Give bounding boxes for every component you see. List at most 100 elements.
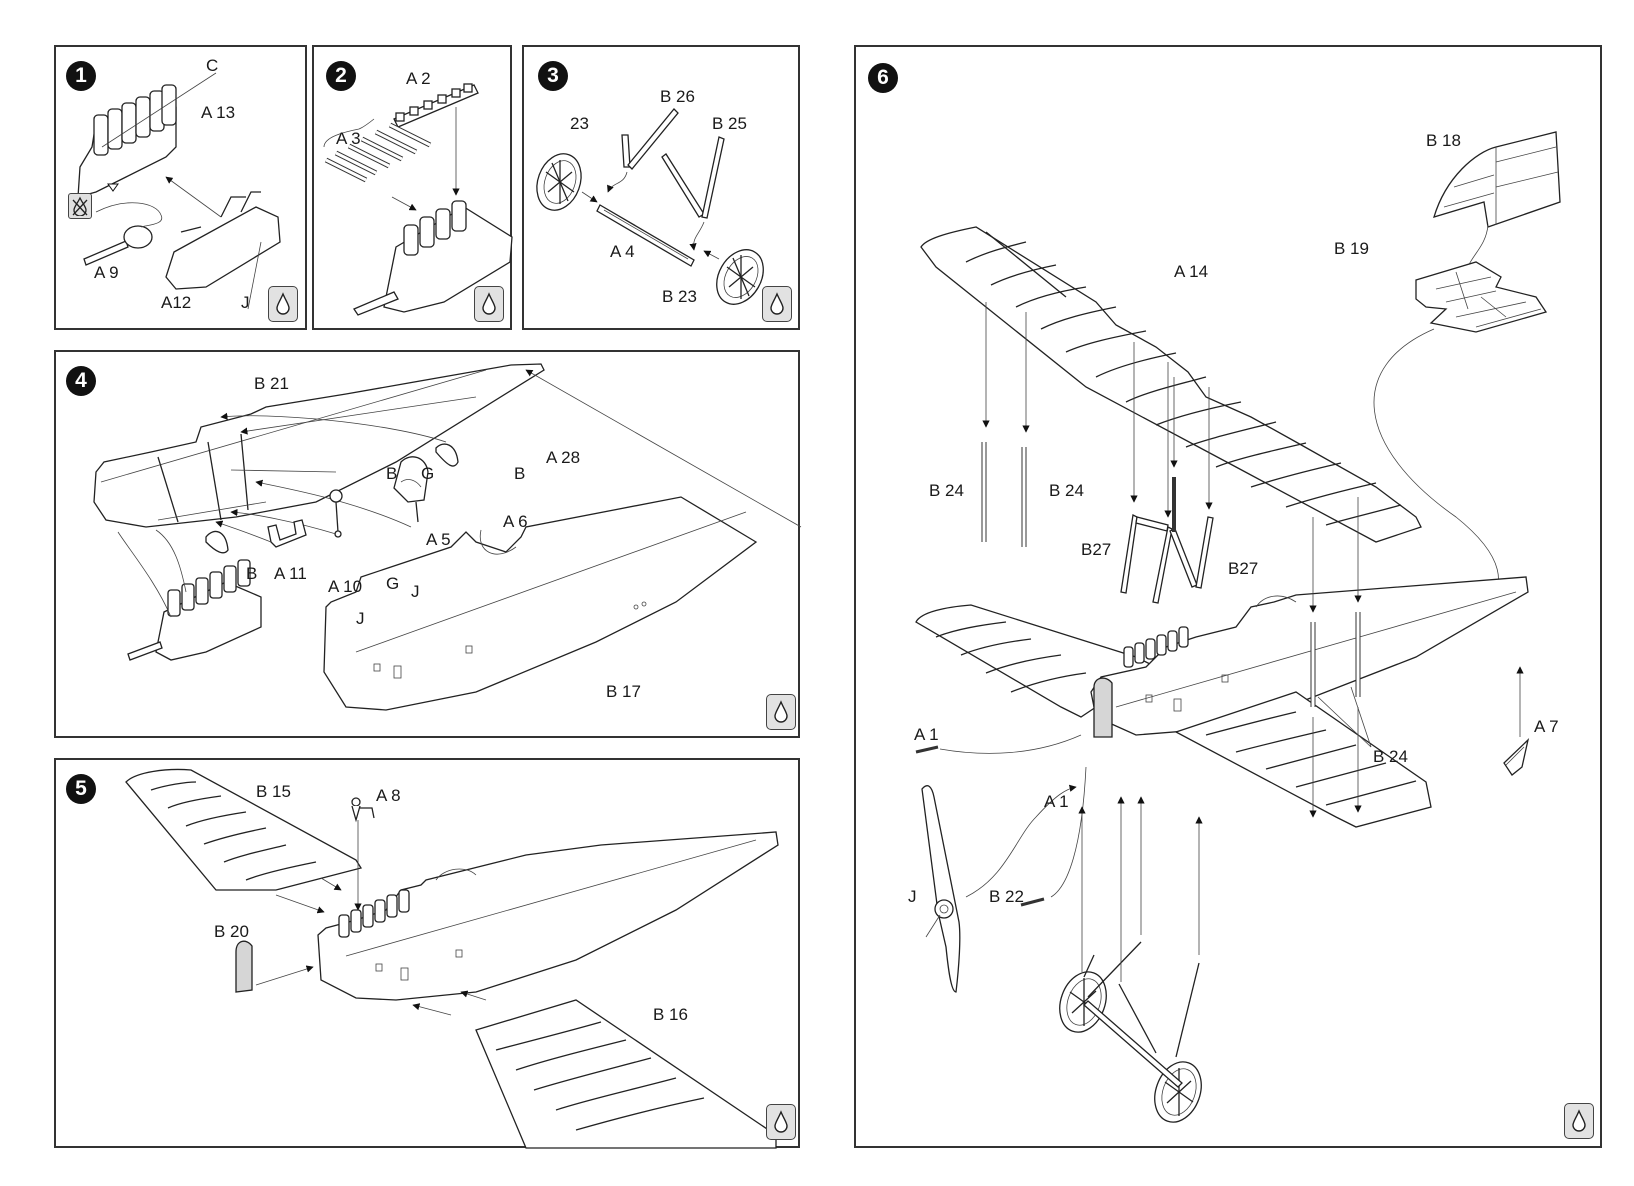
part-label-b23: B 23 — [662, 287, 697, 306]
step-4-panel: 4 — [54, 350, 802, 738]
part-a3-pushrods — [323, 118, 432, 183]
part-b27-cabane-struts — [1120, 477, 1214, 604]
part-label-g: G — [421, 464, 435, 483]
assembled-engine — [353, 200, 513, 316]
part-label-j: J — [908, 887, 917, 906]
engine-detail-drawing — [323, 83, 513, 316]
glue-drop-icon — [762, 286, 792, 322]
part-b19-tailplane — [1415, 261, 1548, 333]
part-label-23: 23 — [570, 114, 589, 133]
part-label-a1: A 1 — [914, 725, 939, 744]
part-label-a11: A 11 — [274, 564, 307, 583]
part-a13-cylinder-block — [77, 72, 217, 198]
cylinders — [93, 84, 177, 156]
part-b25-strut — [661, 136, 725, 219]
part-label-a7: A 7 — [1534, 717, 1559, 736]
part-label-a6: A 6 — [503, 512, 528, 531]
assembled-fuselage — [915, 576, 1529, 828]
part-label-b16: B 16 — [653, 1005, 688, 1024]
part-a2-valve-gear — [393, 83, 479, 128]
part-a12-crankcase — [165, 191, 281, 290]
part-a5-control-stick — [329, 489, 343, 538]
part-label-a9: A 9 — [94, 263, 119, 282]
part-a14-upper-wing — [920, 226, 1422, 543]
step-number-badge: 2 — [326, 61, 356, 91]
part-label-a28: A 28 — [546, 448, 581, 467]
landing-gear-assembly — [1059, 941, 1202, 1123]
part-b24-struts — [981, 442, 1027, 547]
part-b18-rudder — [1433, 131, 1561, 228]
part-label-a14: A 14 — [1174, 262, 1209, 281]
fuselage-interior-drawing — [93, 363, 802, 711]
part-label-b27: B27 — [1081, 540, 1112, 559]
part-a8 — [351, 797, 375, 823]
part-label-c: C — [206, 56, 219, 75]
part-a28 — [435, 443, 459, 467]
part-label-b26: B 26 — [660, 87, 695, 106]
part-label-b: B — [246, 564, 258, 583]
glue-drop-icon — [766, 1104, 796, 1140]
part-label-a8: A 8 — [376, 786, 401, 805]
part-a11 — [205, 530, 229, 554]
part-label-b17: B 17 — [606, 682, 641, 701]
part-b17-fuselage-half — [323, 496, 758, 711]
part-b16-wing — [475, 999, 777, 1149]
part-b20-cowl-front — [235, 940, 253, 993]
part-label-b24: B 24 — [1049, 481, 1084, 500]
part-label-a3: A 3 — [336, 129, 361, 148]
wing-fuselage-drawing — [125, 768, 779, 1149]
part-label-g: G — [386, 574, 400, 593]
step-number-badge: 1 — [66, 61, 96, 91]
part-a4-axle — [596, 204, 695, 267]
part-label-b27: B27 — [1228, 559, 1259, 578]
glue-drop-icon — [268, 286, 298, 322]
engine-cylinders — [338, 889, 410, 938]
step-6-panel: 6 — [854, 45, 1602, 1148]
part-label-a2: A 2 — [406, 69, 431, 88]
part-label-a13: A 13 — [201, 103, 236, 122]
glue-drop-icon — [1564, 1103, 1594, 1139]
assembled-engine — [127, 559, 262, 661]
final-assembly-drawing — [915, 131, 1561, 1123]
step-number-badge: 5 — [66, 774, 96, 804]
step-1-panel: 1 C A 13 — [54, 45, 307, 330]
part-label-a10: A 10 — [328, 577, 363, 596]
part-label-a4: A 4 — [610, 242, 635, 261]
part-a7-tailskid — [1503, 738, 1530, 776]
part-label-a12: A12 — [161, 293, 192, 312]
engine-cylinders — [1123, 626, 1189, 668]
part-b21-fuselage-half — [93, 363, 545, 528]
part-label-j: J — [356, 609, 365, 628]
part-23-wheel — [536, 153, 582, 211]
assembled-fuselage — [317, 831, 779, 1001]
step-5-panel: 5 — [54, 758, 800, 1149]
part-b26-strut — [621, 108, 679, 170]
glue-drop-icon — [766, 694, 796, 730]
step-number-badge: 3 — [538, 61, 568, 91]
part-label-b24: B 24 — [929, 481, 964, 500]
part-label-b20: B 20 — [214, 922, 249, 941]
part-label-b: B — [514, 464, 526, 483]
part-label-b18: B 18 — [1426, 131, 1461, 150]
glue-drop-icon — [474, 286, 504, 322]
part-a10-rudder-bar — [267, 519, 307, 548]
part-label-b: B — [386, 464, 398, 483]
part-label-b24: B 24 — [1373, 747, 1408, 766]
part-label-b21: B 21 — [254, 374, 289, 393]
no-glue-icon — [68, 193, 92, 219]
part-b23-wheel — [716, 249, 764, 305]
part-label-b22: B 22 — [989, 887, 1024, 906]
part-label-b25: B 25 — [712, 114, 747, 133]
landing-gear-drawing — [536, 108, 764, 305]
part-label-a1: A 1 — [1044, 792, 1069, 811]
part-a6-seat — [393, 456, 429, 523]
step-number-badge: 4 — [66, 366, 96, 396]
part-label-b15: B 15 — [256, 782, 291, 801]
part-label-b19: B 19 — [1334, 239, 1369, 258]
part-a9-shaft — [83, 225, 153, 266]
engine-assembly-drawing — [77, 72, 281, 310]
part-label-j: J — [411, 582, 420, 601]
part-label-j: J — [241, 293, 250, 312]
step-number-badge: 6 — [868, 63, 898, 93]
part-label-a5: A 5 — [426, 530, 451, 549]
